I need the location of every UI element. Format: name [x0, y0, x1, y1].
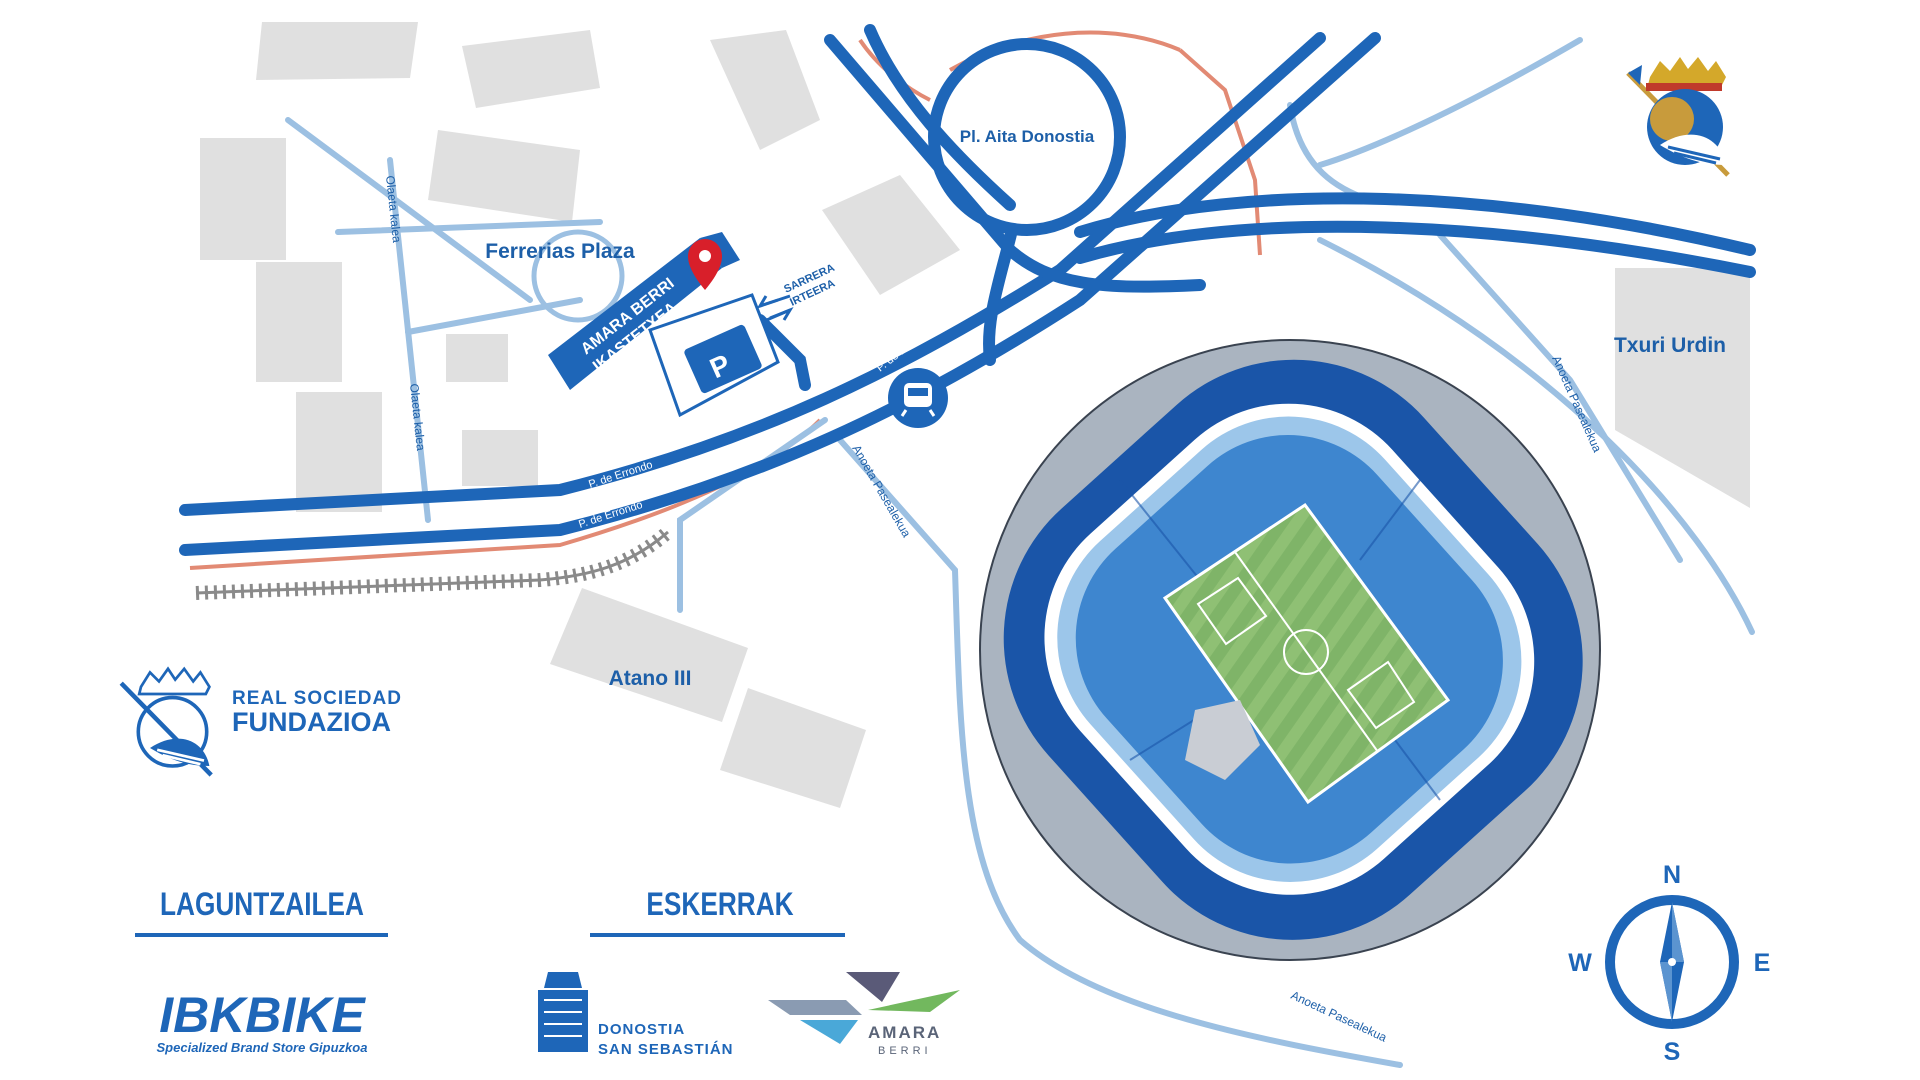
crest-icon: [1626, 57, 1730, 177]
parking-icon: [684, 324, 762, 394]
building: [720, 688, 866, 808]
stadium: [979, 339, 1601, 961]
compass-east: E: [1754, 949, 1771, 977]
minor-streets: [285, 37, 1755, 1068]
building: [296, 392, 382, 512]
street-label: Olaeta kalea: [383, 175, 404, 244]
main-roads: [179, 24, 1756, 556]
donostia-line2: SAN SEBASTIÁN: [598, 1041, 734, 1058]
building: [200, 138, 286, 260]
parking-area: P: [648, 293, 780, 418]
compass-north: N: [1663, 861, 1681, 889]
building: [710, 30, 820, 150]
entrance-arrows: [756, 294, 794, 324]
ibkbike-tagline: Specialized Brand Store Gipuzkoa: [157, 1040, 368, 1055]
plaza-label: Ferrerias Plaza: [485, 240, 635, 263]
train-icon: [888, 368, 948, 428]
amara-line1: AMARA: [868, 1023, 941, 1042]
buildings: [200, 22, 1750, 808]
thanks-heading: ESKERRAK: [646, 888, 793, 923]
sponsors-section: LAGUNTZAILEA IBKBIKE Specialized Brand S…: [135, 888, 388, 1055]
street-label: Anoeta Pasealekua: [849, 443, 913, 540]
sponsors-heading: LAGUNTZAILEA: [160, 888, 364, 923]
building: [256, 262, 342, 382]
compass-south: S: [1664, 1038, 1681, 1066]
building: [256, 22, 418, 80]
donostia-logo: DONOSTIA SAN SEBASTIÁN: [538, 972, 734, 1058]
atano-label: Atano III: [609, 667, 692, 690]
compass-west: W: [1568, 949, 1592, 977]
fundazioa-logo: REAL SOCIEDAD FUNDAZIOA: [119, 666, 402, 777]
building: [462, 430, 538, 486]
building: [428, 130, 580, 222]
compass-icon: N S E W: [1568, 861, 1770, 1066]
building: [550, 588, 748, 722]
street-label: Olaeta kalea: [407, 383, 428, 452]
location-pin-icon: [688, 239, 722, 290]
thanks-section: ESKERRAK DONOSTIA SAN SEBASTIÁN AMARA BE…: [538, 888, 960, 1058]
building: [1615, 268, 1750, 508]
fundazioa-line2: FUNDAZIOA: [232, 707, 391, 737]
roundabout-label: Pl. Aita Donostia: [960, 127, 1095, 146]
txuri-urdin-label: Txuri Urdin: [1614, 334, 1726, 357]
building: [446, 334, 508, 382]
street-label: P. de Errondo: [238, 521, 305, 535]
street-label: Anoeta Pasealekua: [1549, 354, 1604, 455]
street-label: Anoeta Pasealekua: [1289, 988, 1390, 1045]
amara-berri-logo: AMARA BERRI: [768, 972, 960, 1057]
ibkbike-logo: IBKBIKE: [159, 987, 366, 1043]
donostia-line1: DONOSTIA: [598, 1021, 685, 1038]
crest-icon: [119, 666, 213, 777]
building: [462, 30, 600, 108]
amara-line2: BERRI: [878, 1045, 932, 1057]
fundazioa-line1: REAL SOCIEDAD: [232, 688, 402, 709]
building: [822, 175, 960, 295]
railway: [195, 526, 673, 600]
